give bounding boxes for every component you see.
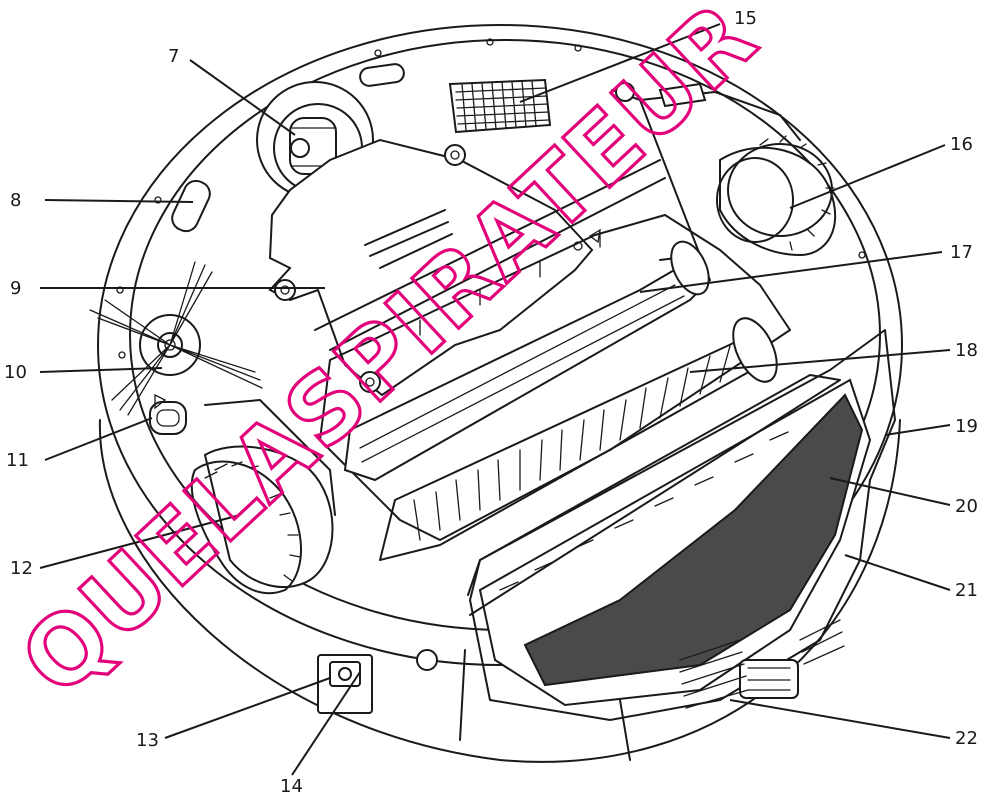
callout-labels: 7 8 9 10 11 12 13 14 15 16 17 18 19 20 2… xyxy=(4,8,978,797)
leader-13 xyxy=(164,677,331,739)
callout-8: 8 xyxy=(10,190,21,211)
leader-11 xyxy=(44,417,153,461)
callout-9: 9 xyxy=(10,278,21,299)
callout-18: 18 xyxy=(955,340,978,361)
leader-12 xyxy=(39,514,241,569)
charging-contacts xyxy=(149,63,405,435)
left-drive-wheel xyxy=(154,393,336,595)
leader-16 xyxy=(789,144,946,209)
leader-18 xyxy=(689,349,951,373)
leader-8 xyxy=(44,199,194,203)
callout-7: 7 xyxy=(168,46,179,67)
leader-21 xyxy=(844,554,951,591)
callout-11: 11 xyxy=(6,450,29,471)
side-brush xyxy=(89,261,263,416)
callout-15: 15 xyxy=(734,8,757,29)
leader-17 xyxy=(639,251,943,293)
callout-20: 20 xyxy=(955,496,978,517)
leader-7 xyxy=(189,59,296,136)
callout-19: 19 xyxy=(955,416,978,437)
leader-lines xyxy=(39,23,951,776)
leader-14 xyxy=(291,671,361,776)
leader-15 xyxy=(519,23,721,103)
battery-cover xyxy=(268,138,601,397)
leader-10 xyxy=(39,367,163,373)
callout-10: 10 xyxy=(4,362,27,383)
callout-16: 16 xyxy=(950,134,973,155)
callout-14: 14 xyxy=(280,776,303,797)
dust-bin xyxy=(416,329,896,761)
exhaust-grille xyxy=(448,78,707,134)
leader-22 xyxy=(729,699,951,739)
callout-17: 17 xyxy=(950,242,973,263)
leader-20 xyxy=(829,477,951,506)
main-brush-housing xyxy=(314,159,791,561)
callout-13: 13 xyxy=(136,730,159,751)
robot-body xyxy=(97,24,903,763)
callout-22: 22 xyxy=(955,728,978,749)
callout-21: 21 xyxy=(955,580,978,601)
power-switch xyxy=(317,654,373,714)
callout-12: 12 xyxy=(10,558,33,579)
leader-19 xyxy=(884,424,951,436)
